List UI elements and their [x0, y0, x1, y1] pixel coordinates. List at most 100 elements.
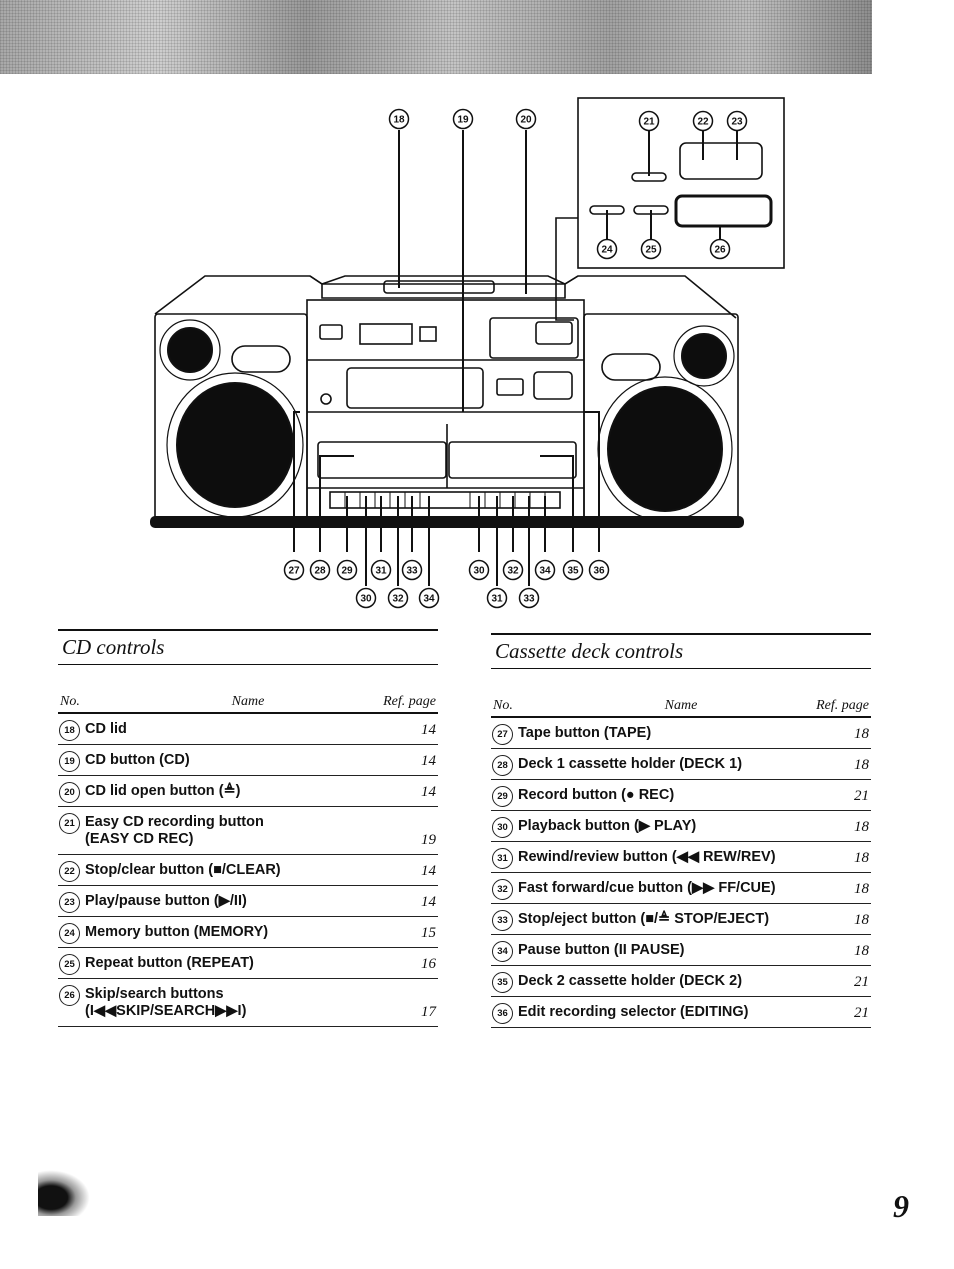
item-number: 18: [59, 720, 80, 741]
callout-31: 31: [370, 559, 392, 581]
callout-label: 31: [491, 594, 503, 605]
callout-33: 33: [518, 587, 540, 609]
callout-label: 31: [375, 566, 387, 577]
item-number: 23: [59, 892, 80, 913]
item-number: 33: [492, 910, 513, 931]
item-number: 20: [59, 782, 80, 803]
item-number: 31: [492, 848, 513, 869]
item-name: Rewind/review button (◀◀ REW/REV): [518, 849, 776, 865]
ref-page: 14: [421, 784, 436, 800]
callout-label: 33: [523, 594, 535, 605]
table-row: 31 Rewind/review button (◀◀ REW/REV) 18: [491, 842, 871, 873]
callout-label: 34: [539, 566, 551, 577]
callout-label: 27: [288, 566, 300, 577]
item-name: Pause button (II PAUSE): [518, 942, 685, 958]
ref-page: 18: [854, 912, 869, 928]
item-number: 34: [492, 941, 513, 962]
ref-page: 18: [854, 850, 869, 866]
column-header-no: No.: [60, 694, 80, 709]
callout-32: 32: [502, 559, 524, 581]
callout-label: 24: [601, 245, 613, 256]
item-number: 30: [492, 817, 513, 838]
table-row: 28 Deck 1 cassette holder (DECK 1) 18: [491, 749, 871, 780]
callout-label: 26: [714, 245, 726, 256]
item-number: 28: [492, 755, 513, 776]
printer-registration-mark: [38, 1170, 90, 1216]
column-header-no: No.: [493, 698, 513, 713]
callout-label: 25: [645, 245, 657, 256]
item-name: Play/pause button (▶/II): [85, 893, 247, 909]
callout-29: 29: [336, 559, 358, 581]
ref-page: 18: [854, 757, 869, 773]
callout-30: 30: [355, 587, 377, 609]
callout-25: 25: [640, 238, 662, 260]
ref-page: 18: [854, 726, 869, 742]
item-name: Edit recording selector (EDITING): [518, 1004, 749, 1020]
item-name: CD lid: [85, 721, 127, 737]
callout-label: 36: [593, 566, 605, 577]
item-name: Easy CD recording button (EASY CD REC): [85, 814, 264, 847]
callout-28: 28: [309, 559, 331, 581]
callout-26: 26: [709, 238, 731, 260]
callout-label: 23: [731, 117, 743, 128]
column-header-ref-page: Ref. page: [816, 698, 869, 713]
callout-34: 34: [418, 587, 440, 609]
callout-21: 21: [638, 110, 660, 132]
table-row: 20 CD lid open button (≜) 14: [58, 776, 438, 807]
column-header-name: Name: [664, 698, 698, 713]
ref-page: 14: [421, 863, 436, 879]
callout-label: 32: [507, 566, 519, 577]
ref-page: 16: [421, 956, 436, 972]
callout-label: 29: [341, 566, 353, 577]
item-number: 26: [59, 985, 80, 1006]
callout-label: 20: [520, 115, 532, 126]
ref-page: 18: [854, 819, 869, 835]
ref-page: 21: [854, 974, 869, 990]
callout-label: 22: [697, 117, 709, 128]
callout-label: 28: [314, 566, 326, 577]
cd-controls-section: CD controls No. Name Ref. page 18 CD lid 1…: [58, 629, 438, 1027]
page-number: 9: [893, 1188, 909, 1224]
ref-page: 21: [854, 788, 869, 804]
column-header-name: Name: [231, 694, 265, 709]
item-name: Tape button (TAPE): [518, 725, 652, 741]
callout-19: 19: [452, 108, 474, 130]
callout-33: 33: [401, 559, 423, 581]
callout-label: 18: [393, 115, 405, 126]
table-row: 30 Playback button (▶ PLAY) 18: [491, 811, 871, 842]
item-name: Fast forward/cue button (▶▶ FF/CUE): [518, 880, 776, 896]
item-number: 27: [492, 724, 513, 745]
ref-page: 19: [421, 832, 436, 848]
callout-label: 35: [567, 566, 579, 577]
callout-35: 35: [562, 559, 584, 581]
item-name: CD lid open button (≜): [85, 783, 241, 799]
table-row: 27 Tape button (TAPE) 18: [491, 718, 871, 749]
callout-34: 34: [534, 559, 556, 581]
section-title: CD controls: [58, 629, 438, 665]
section-title: Cassette deck controls: [491, 633, 871, 669]
item-name: Deck 2 cassette holder (DECK 2): [518, 973, 743, 989]
item-number: 19: [59, 751, 80, 772]
item-number: 25: [59, 954, 80, 975]
column-header-ref-page: Ref. page: [383, 694, 436, 709]
ref-page: 14: [421, 894, 436, 910]
item-name: Playback button (▶ PLAY): [518, 818, 697, 834]
item-name: Stop/clear button (■/CLEAR): [85, 862, 281, 878]
callout-30: 30: [468, 559, 490, 581]
item-name: Deck 1 cassette holder (DECK 1): [518, 756, 743, 772]
item-number: 21: [59, 813, 80, 834]
callout-18: 18: [388, 108, 410, 130]
callout-label: 30: [360, 594, 372, 605]
table-row: 23 Play/pause button (▶/II) 14: [58, 886, 438, 917]
